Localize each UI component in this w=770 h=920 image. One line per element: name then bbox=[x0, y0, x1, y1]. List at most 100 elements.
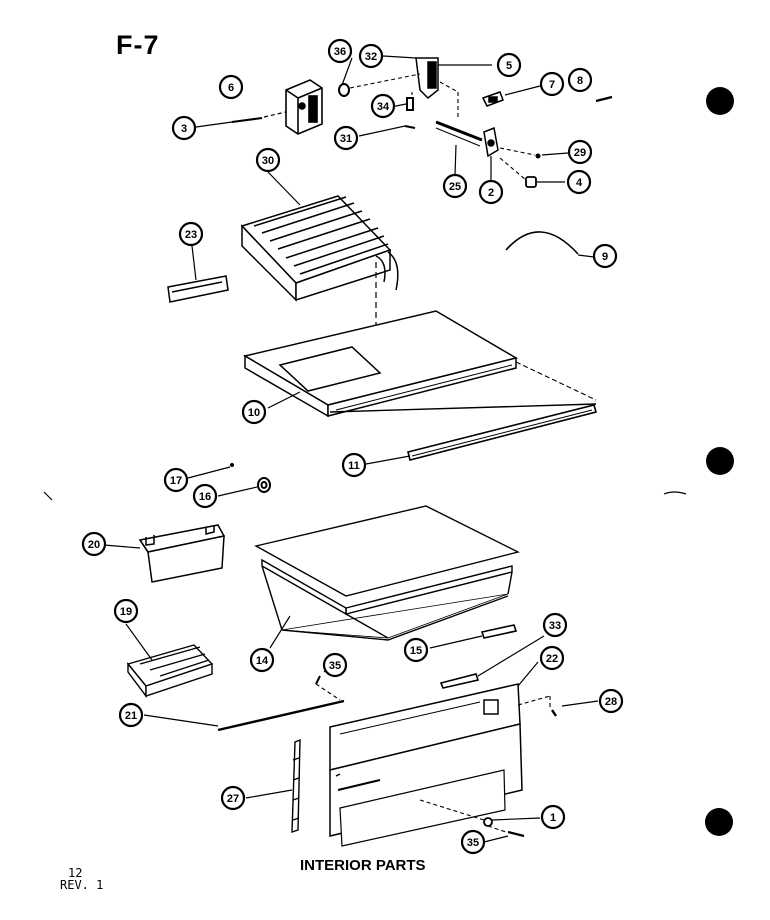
part-pin bbox=[595, 95, 613, 103]
callout-circle bbox=[163, 467, 189, 493]
callout-30: 30 bbox=[255, 147, 281, 173]
part-cold-control-box bbox=[285, 79, 323, 135]
callout-16: 16 bbox=[192, 483, 218, 509]
callout-label: 1 bbox=[550, 812, 556, 824]
callout-27: 27 bbox=[220, 785, 246, 811]
callout-circle bbox=[218, 74, 244, 100]
callout-label: 7 bbox=[549, 79, 555, 91]
part-screw bbox=[507, 830, 525, 838]
callout-circle bbox=[192, 483, 218, 509]
callout-label: 2 bbox=[488, 187, 494, 199]
callout-label: 28 bbox=[605, 696, 617, 708]
callout-circle bbox=[539, 645, 565, 671]
callout-circle bbox=[496, 52, 522, 78]
part-bushing bbox=[257, 477, 271, 493]
part-door-stop bbox=[481, 91, 504, 107]
callout-label: 17 bbox=[170, 475, 182, 487]
callout-36: 36 bbox=[327, 38, 353, 64]
callout-6: 6 bbox=[218, 74, 244, 100]
callout-circle bbox=[592, 243, 618, 269]
callout-circle bbox=[566, 169, 592, 195]
callout-label: 21 bbox=[125, 710, 137, 722]
callout-circle bbox=[442, 173, 468, 199]
callout-label: 4 bbox=[576, 177, 583, 189]
callout-circle bbox=[478, 179, 504, 205]
callout-label: 34 bbox=[377, 101, 390, 113]
callout-32: 32 bbox=[358, 43, 384, 69]
callout-11: 11 bbox=[341, 452, 367, 478]
callout-circle bbox=[118, 702, 144, 728]
callout-circle bbox=[81, 531, 107, 557]
part-wire-basket bbox=[254, 505, 520, 641]
callout-circle bbox=[178, 221, 204, 247]
part-ice-tray bbox=[126, 644, 214, 699]
callout-label: 3 bbox=[181, 123, 187, 135]
part-screw bbox=[231, 117, 263, 123]
callout-label: 30 bbox=[262, 155, 274, 167]
callout-label: 6 bbox=[228, 82, 234, 94]
callout-label: 19 bbox=[120, 606, 132, 618]
callout-9: 9 bbox=[592, 243, 618, 269]
callout-label: 31 bbox=[340, 133, 352, 145]
part-crisper-box bbox=[138, 524, 226, 583]
callout-circle bbox=[255, 147, 281, 173]
callout-2: 2 bbox=[478, 179, 504, 205]
callout-circle bbox=[460, 829, 486, 855]
callout-circle bbox=[540, 804, 566, 830]
part-grommet bbox=[483, 817, 493, 827]
callout-circle bbox=[241, 399, 267, 425]
callout-circle bbox=[567, 67, 593, 93]
callout-1: 1 bbox=[540, 804, 566, 830]
part-hinge bbox=[483, 126, 499, 158]
part-vertical-track bbox=[291, 738, 301, 833]
part-washer bbox=[525, 176, 537, 188]
callout-label: 23 bbox=[185, 229, 197, 241]
part-hinge-cover bbox=[439, 673, 480, 689]
callout-circle bbox=[322, 652, 348, 678]
callout-label: 27 bbox=[227, 793, 239, 805]
callout-label: 35 bbox=[329, 660, 341, 672]
callout-28: 28 bbox=[598, 688, 624, 714]
part-screw-small bbox=[230, 463, 234, 467]
part-screw bbox=[551, 709, 557, 717]
callout-circle bbox=[220, 785, 246, 811]
callout-circle bbox=[542, 612, 568, 638]
part-shelf-frame bbox=[240, 195, 399, 302]
callout-7: 7 bbox=[539, 71, 565, 97]
binder-hole bbox=[705, 808, 733, 836]
callout-35: 35 bbox=[322, 652, 348, 678]
callout-35: 35 bbox=[460, 829, 486, 855]
binder-hole bbox=[706, 447, 734, 475]
part-hinge-bracket bbox=[415, 57, 439, 100]
binder-hole bbox=[706, 87, 734, 115]
callout-circle bbox=[249, 647, 275, 673]
callout-label: 16 bbox=[199, 491, 211, 503]
callout-circle bbox=[327, 38, 353, 64]
part-nut bbox=[338, 83, 350, 97]
callout-29: 29 bbox=[567, 139, 593, 165]
callout-4: 4 bbox=[566, 169, 592, 195]
callout-19: 19 bbox=[113, 598, 139, 624]
callout-circle bbox=[341, 452, 367, 478]
part-glass-shelf bbox=[243, 310, 518, 418]
figure-id: F-7 bbox=[116, 30, 160, 60]
caption: INTERIOR PARTS bbox=[300, 857, 426, 874]
callout-23: 23 bbox=[178, 221, 204, 247]
callout-label: 11 bbox=[348, 460, 360, 472]
callout-8: 8 bbox=[567, 67, 593, 93]
callout-31: 31 bbox=[333, 125, 359, 151]
revision-label: REV. 1 bbox=[60, 878, 104, 892]
callout-label: 8 bbox=[577, 75, 583, 87]
callout-circle bbox=[358, 43, 384, 69]
callout-label: 15 bbox=[410, 645, 422, 657]
part-front-panel bbox=[329, 683, 523, 847]
part-screw-small bbox=[535, 153, 541, 159]
callout-label: 20 bbox=[88, 539, 100, 551]
callout-10: 10 bbox=[241, 399, 267, 425]
callout-20: 20 bbox=[81, 531, 107, 557]
callout-label: 5 bbox=[506, 60, 512, 72]
callout-circle bbox=[539, 71, 565, 97]
part-wire-spring bbox=[505, 231, 579, 255]
